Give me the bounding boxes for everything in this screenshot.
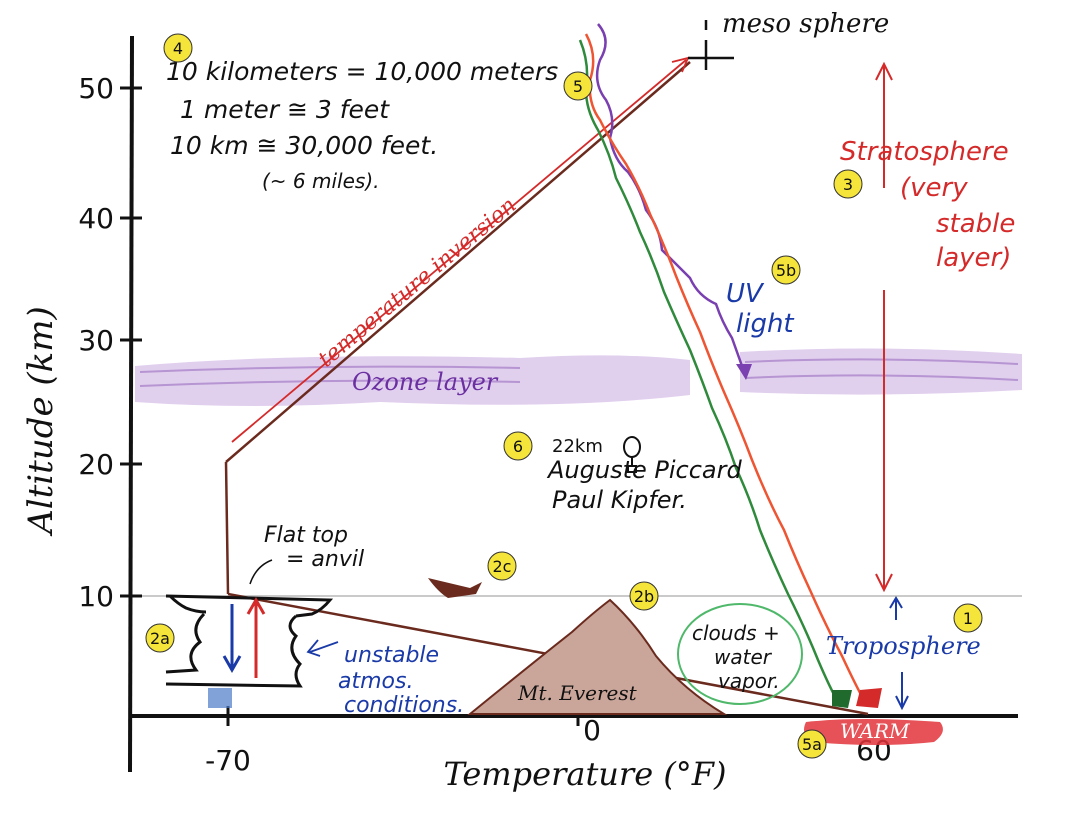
clouds-vapor-circle [677,603,803,705]
badge-6: 6 [503,431,533,461]
stratosphere-line-2: (very [900,173,968,203]
unstable-line-3: conditions. [344,693,464,718]
unit-note-1: 10 kilometers = 10,000 meters [166,57,558,86]
stratosphere-label: Stratosphere (very stable layer) [840,137,1015,273]
uv-light-label: UV light [726,279,794,339]
stratosphere-line-1: Stratosphere [840,137,1009,167]
purple-uv-arrowhead [736,364,752,380]
stratosphere-range-arrows [875,61,893,593]
orange-uv-path [584,33,868,705]
warm-ground [804,719,943,745]
anvil-line-2: = anvil [286,547,364,572]
svg-text:6: 6 [513,437,523,456]
clouds-line-1: clouds + [692,621,780,645]
unit-note-4: (~ 6 miles). [262,169,379,193]
badge-3: 3 [833,169,863,199]
balloon-altitude: 22km [552,436,603,457]
x-axis-title: Temperature (°F) [444,755,727,793]
troposphere-arrows [889,596,909,711]
ozone-layer-band [135,348,1022,406]
unstable-line-2: atmos. [338,669,413,694]
anvil-pointer [249,559,273,585]
unstable-label: unstable atmos. conditions. [338,643,464,718]
green-uv-path [578,39,840,703]
svg-text:5b: 5b [776,261,796,280]
badges: 4 5 3 5b 6 2c 2b 2a 1 5a [145,33,983,759]
cloud-updraft-arrows [222,596,266,678]
stratosphere-line-4: layer) [936,243,1011,273]
airplane-icon [428,578,482,598]
clouds-line-2: water [714,645,773,669]
clouds-vapor-label: clouds + water vapor. [692,621,780,693]
red-uv-arrowhead [856,688,882,708]
y-tick-label-50: 50 [78,72,114,105]
everest-label: Mt. Everest [517,681,638,705]
svg-text:2c: 2c [493,557,512,576]
balloonists: Auguste Piccard Paul Kipfer. [546,456,742,514]
unit-notes: 10 kilometers = 10,000 meters 1 meter ≅ … [166,57,558,193]
y-tick-label-30: 30 [78,324,114,357]
mesosphere-label: meso sphere [722,9,889,39]
axes [120,35,1018,773]
badge-4: 4 [163,33,193,63]
ozone-label: Ozone layer [352,368,499,396]
anvil-label: Flat top = anvil [264,523,364,572]
unstable-line-1: unstable [344,643,439,668]
badge-2a: 2a [145,623,175,653]
x-tick-label-minus70: -70 [205,744,251,777]
mesosphere-marker [688,20,734,70]
rain-shaft [208,688,232,708]
svg-text:4: 4 [173,39,183,58]
balloon-icon [623,436,641,473]
troposphere-label: Troposphere [826,632,981,660]
warm-label: WARM [840,719,910,743]
unstable-pointer [306,639,339,657]
anvil-line-1: Flat top [264,523,348,548]
y-axis [128,35,134,773]
badge-2b: 2b [629,581,659,611]
green-uv-arrowhead [832,690,852,708]
y-axis-title: Altitude (km) [21,306,61,537]
unit-note-3: 10 km ≅ 30,000 feet. [170,131,438,160]
badge-2c: 2c [487,551,517,581]
thunderstorm-cloud [165,594,334,688]
svg-text:5a: 5a [802,735,822,754]
y-tick-labels: 10 20 30 40 50 [78,72,114,613]
svg-text:5: 5 [573,77,583,96]
clouds-line-3: vapor. [718,669,780,693]
svg-text:1: 1 [963,609,973,628]
badge-5b: 5b [771,255,801,285]
uv-line-1: UV [726,279,765,309]
unit-note-2: 1 meter ≅ 3 feet [180,95,390,124]
y-tick-label-40: 40 [78,202,114,235]
x-tick-label-0: 0 [583,714,601,747]
y-tick-label-10: 10 [78,580,114,613]
y-tick-label-20: 20 [78,448,114,481]
balloonist-1: Auguste Piccard [546,456,742,484]
uv-light-paths [578,23,868,705]
svg-text:2a: 2a [150,629,170,648]
uv-line-2: light [736,309,794,339]
badge-5: 5 [563,71,593,101]
badge-1: 1 [953,603,983,633]
stratosphere-line-3: stable [936,209,1015,239]
balloonist-2: Paul Kipfer. [552,486,687,514]
svg-text:2b: 2b [634,587,654,606]
svg-text:3: 3 [843,175,853,194]
y-tick-marks [120,86,142,598]
mount-everest [467,598,728,715]
badge-5a: 5a [797,729,827,759]
